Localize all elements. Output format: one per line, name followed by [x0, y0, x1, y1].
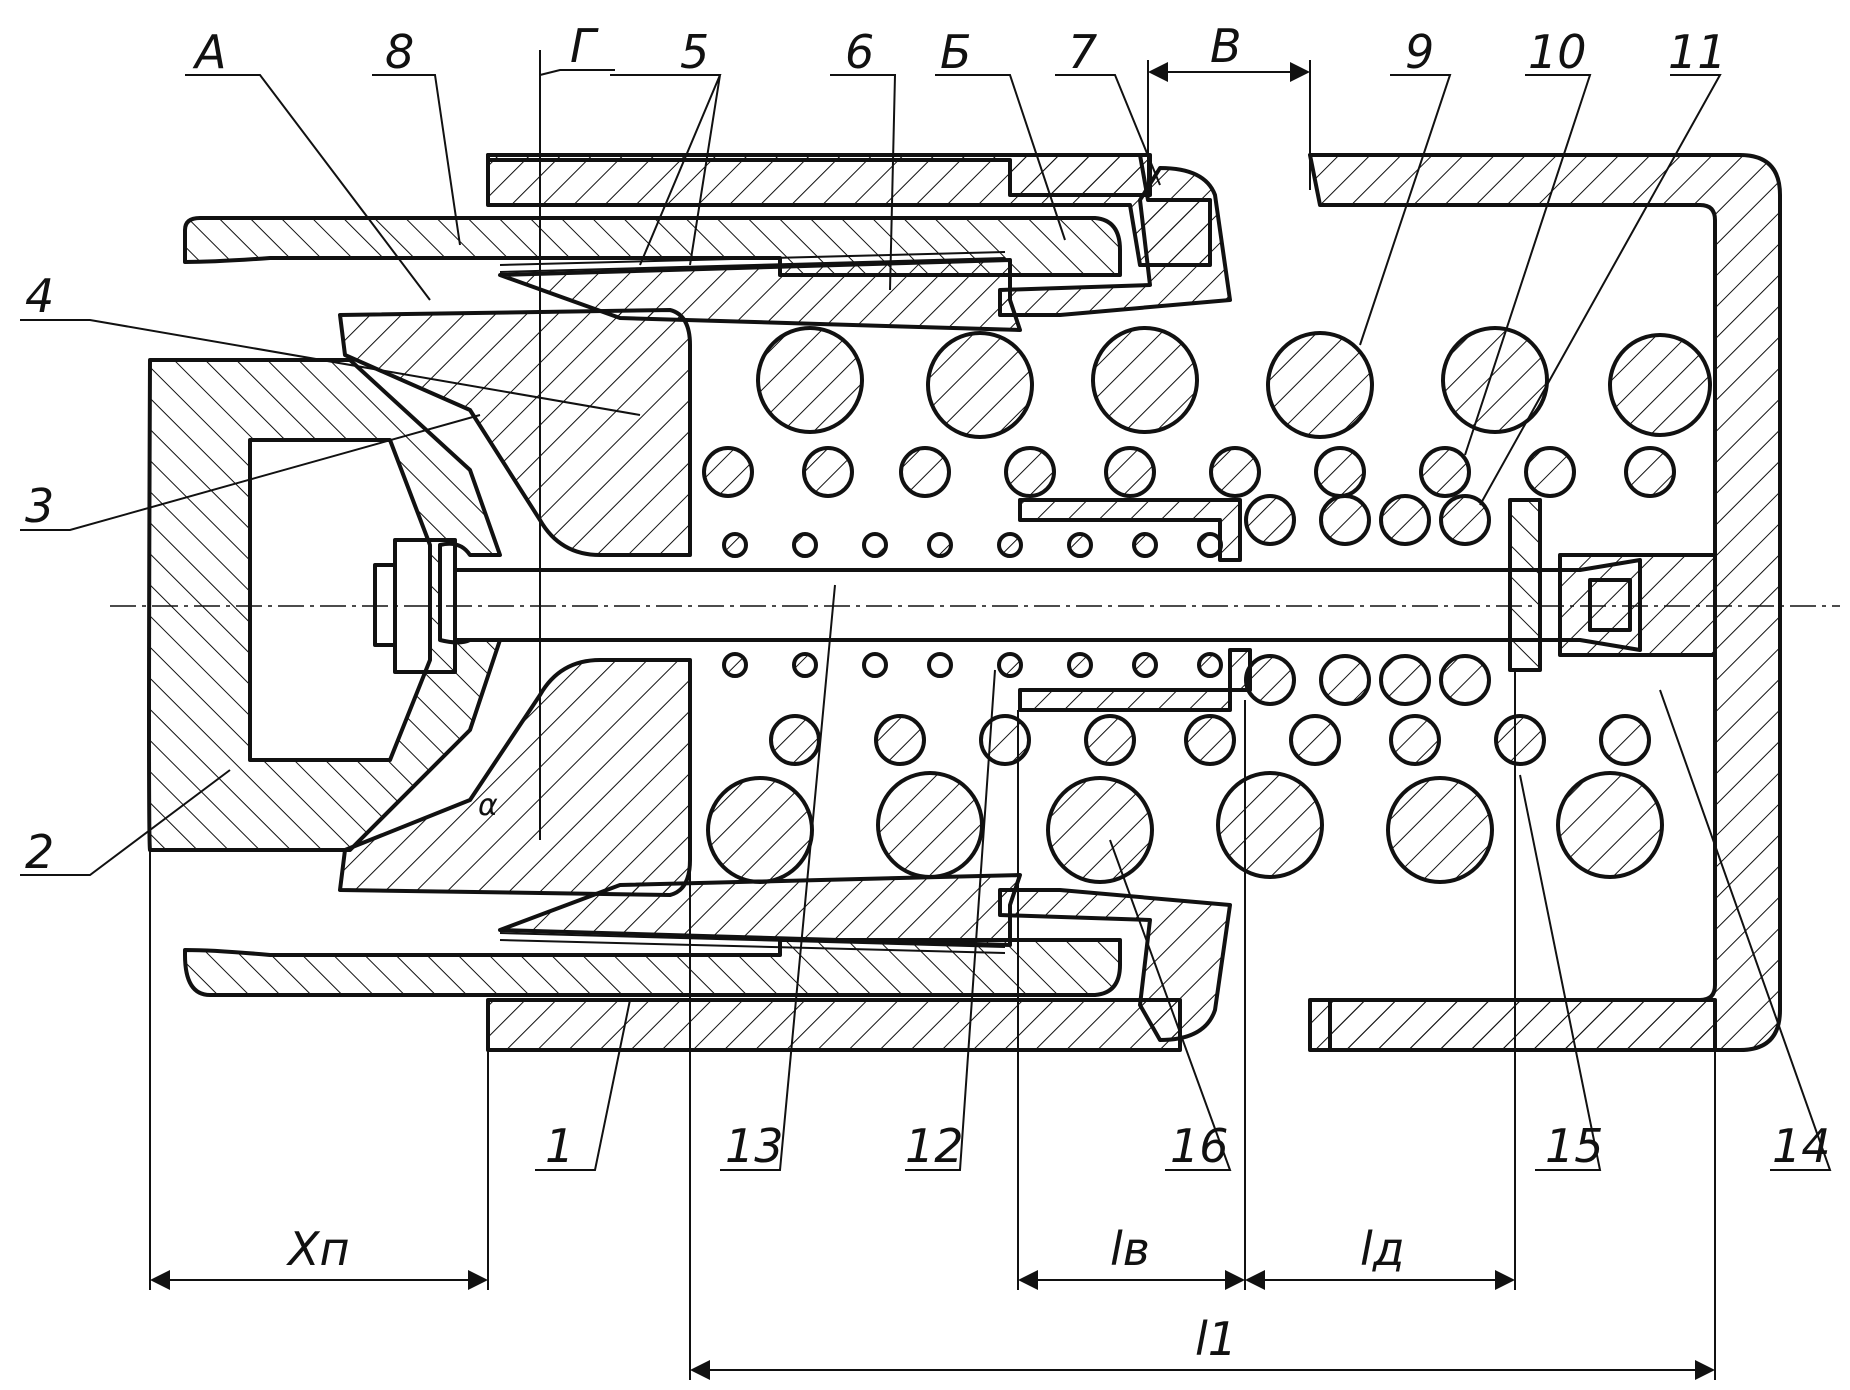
inner-sleeve: [1018, 498, 1542, 712]
label-g: Г: [570, 19, 599, 73]
part-label-14: 14: [1772, 1119, 1831, 1173]
part-label-3: 3: [25, 479, 54, 533]
part-label-9: 9: [1405, 25, 1434, 79]
part-label-2: 2: [25, 825, 54, 879]
outer-springs: [706, 326, 1712, 884]
part-label-12: 12: [905, 1119, 964, 1173]
dimension-ld: lд: [1360, 1222, 1405, 1276]
thrust-plate: [147, 358, 502, 852]
housing: [486, 153, 1782, 1052]
dimension-lines: [149, 670, 1716, 1380]
part-label-13: 13: [725, 1119, 784, 1173]
part-label-11: 11: [1668, 25, 1727, 79]
dimension-b: [1147, 60, 1311, 190]
dimension-lv: lв: [1110, 1222, 1150, 1276]
pressure-wedge: [338, 308, 692, 897]
middle-springs: [702, 446, 1676, 766]
part-label-4: 4: [25, 269, 54, 323]
part-label-16: 16: [1170, 1119, 1229, 1173]
part-label-15: 15: [1545, 1119, 1604, 1173]
part-label-1: 1: [545, 1119, 574, 1173]
inner-springs: [722, 494, 1491, 706]
dimension-l1: l1: [1195, 1312, 1237, 1366]
part-label-5: 5: [680, 25, 709, 79]
label-a: А: [192, 25, 226, 79]
part-label-8: 8: [385, 25, 414, 79]
central-bolt: [373, 538, 1642, 674]
part-label-10: 10: [1528, 25, 1587, 79]
leader-lines: [20, 74, 1832, 1171]
angle-label: α: [478, 788, 498, 823]
part-label-6: 6: [845, 25, 874, 79]
label-b: Б: [940, 25, 972, 79]
part-label-7: 7: [1068, 25, 1097, 79]
dimension-xn: Xп: [286, 1222, 350, 1276]
label-v: В: [1210, 19, 1242, 73]
